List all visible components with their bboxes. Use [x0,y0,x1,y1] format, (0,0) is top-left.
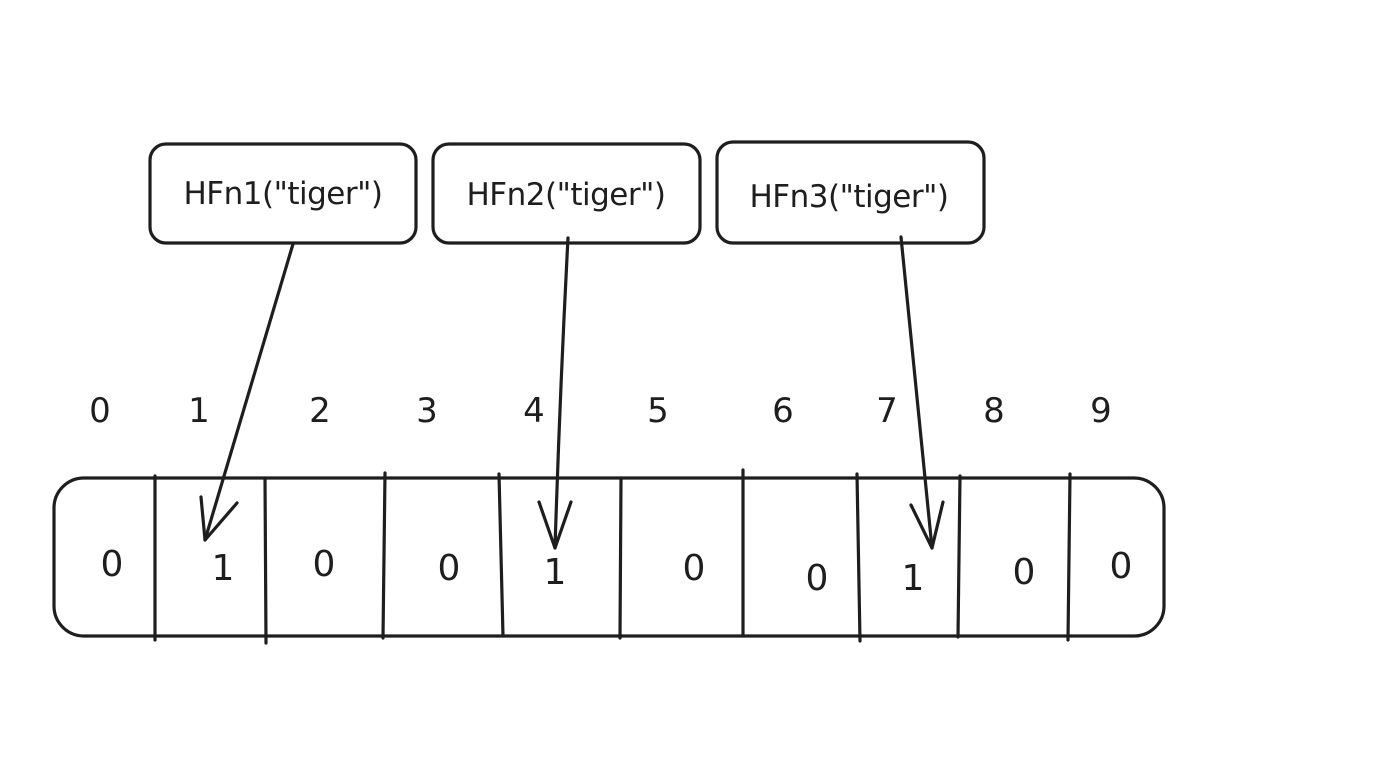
bit-value: 0 [313,544,336,585]
index-label: 2 [309,391,331,431]
bit-value: 1 [544,552,567,593]
cell-dividers [153,468,1072,645]
arrow-line [203,242,295,542]
index-labels: 0 1 2 3 4 5 6 7 8 9 [89,391,1112,431]
cell-divider [381,471,387,640]
arrow-line [899,235,934,550]
index-label: 4 [523,391,545,431]
bit-values: 0 1 0 0 1 0 0 1 0 0 [101,544,1133,599]
bit-value: 0 [101,544,124,585]
hash-function-box-2: HFn2("tiger") [431,142,702,245]
cell-divider [855,472,862,643]
index-label: 7 [876,391,898,431]
index-label: 8 [983,391,1005,431]
bit-value: 0 [438,548,461,589]
arrow-head [909,500,945,550]
bit-value: 0 [683,548,706,589]
bit-value: 1 [212,548,235,589]
cell-divider [618,476,623,640]
arrow-head [199,495,239,542]
hash-function-label: HFn3("tiger") [750,179,949,215]
bit-value: 1 [902,558,925,599]
cell-divider [263,476,268,645]
hash-function-label: HFn1("tiger") [184,176,383,212]
bit-value: 0 [1110,546,1133,587]
arrow-hfn2-to-index-4 [537,236,573,550]
index-label: 0 [89,391,111,431]
arrow-hfn3-to-index-7 [899,235,945,550]
arrow-head [537,500,573,550]
hash-function-box-3: HFn3("tiger") [715,140,986,245]
bit-value: 0 [806,558,829,599]
arrow-hfn1-to-index-1 [199,242,295,542]
bit-array-container [52,476,1166,638]
arrow-line [553,236,570,550]
index-label: 5 [647,391,669,431]
index-label: 9 [1090,391,1112,431]
hash-function-label: HFn2("tiger") [467,177,666,213]
hash-function-box-1: HFn1("tiger") [148,142,418,245]
bit-array: 0 1 0 0 1 0 0 1 0 0 [52,468,1166,645]
index-label: 1 [188,391,210,431]
cell-divider [497,472,505,638]
cell-divider [1066,472,1072,642]
index-label: 6 [772,391,794,431]
bit-value: 0 [1013,552,1036,593]
cell-divider [956,474,962,639]
index-label: 3 [416,391,438,431]
